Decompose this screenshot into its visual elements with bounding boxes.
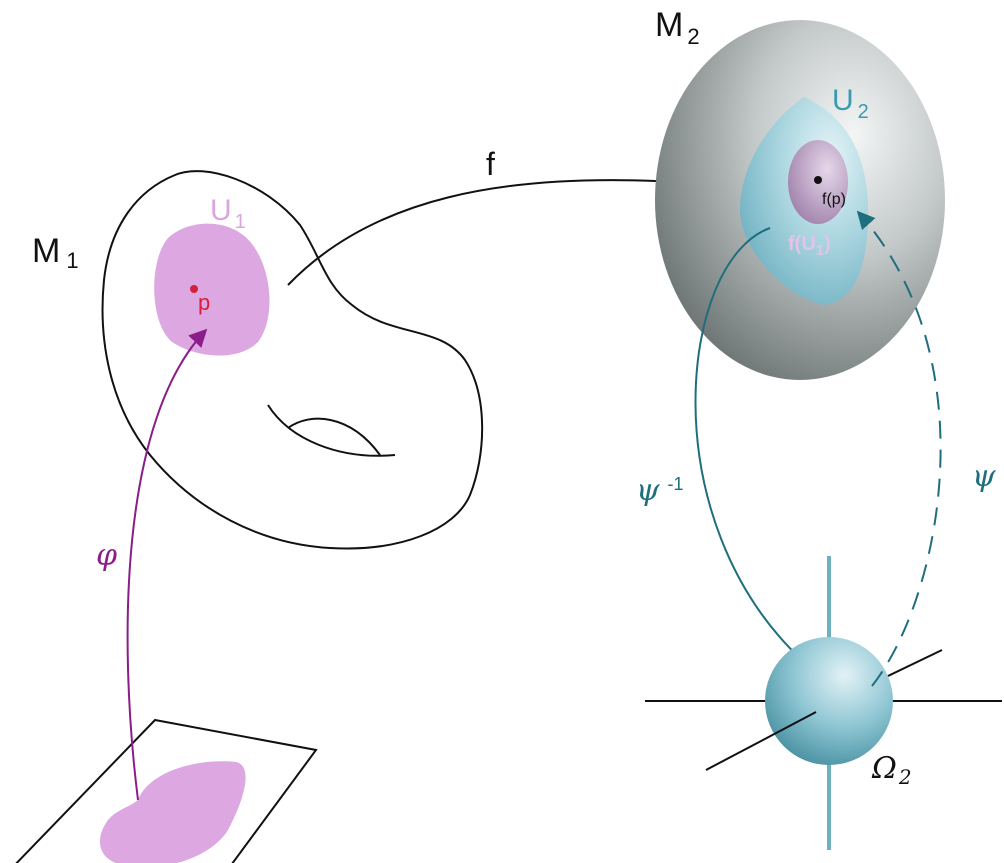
m1-hole-upper bbox=[267, 404, 396, 457]
u1-region bbox=[154, 223, 270, 356]
label-f-u1: f(U1) bbox=[788, 233, 831, 259]
label-phi: φ bbox=[96, 538, 117, 573]
point-fp bbox=[814, 176, 822, 184]
phi-arrow bbox=[126, 328, 208, 801]
f-arrow bbox=[287, 172, 694, 286]
omega-ball bbox=[765, 637, 893, 765]
plane-region bbox=[100, 761, 246, 863]
label-psi-inverse: ψ-1 bbox=[636, 473, 684, 508]
omega-axis-diagonal-lower bbox=[705, 711, 817, 771]
point-p bbox=[190, 285, 198, 293]
m1-hole-lower bbox=[287, 417, 381, 456]
psi-inverse-arrow bbox=[694, 227, 806, 664]
label-f: f bbox=[486, 146, 495, 182]
label-fp: f(p) bbox=[822, 191, 846, 208]
label-psi: ψ bbox=[972, 459, 996, 494]
manifold-m1-outline bbox=[101, 170, 484, 550]
omega-axis-diagonal-upper bbox=[887, 649, 943, 677]
label-p: p bbox=[198, 290, 210, 315]
